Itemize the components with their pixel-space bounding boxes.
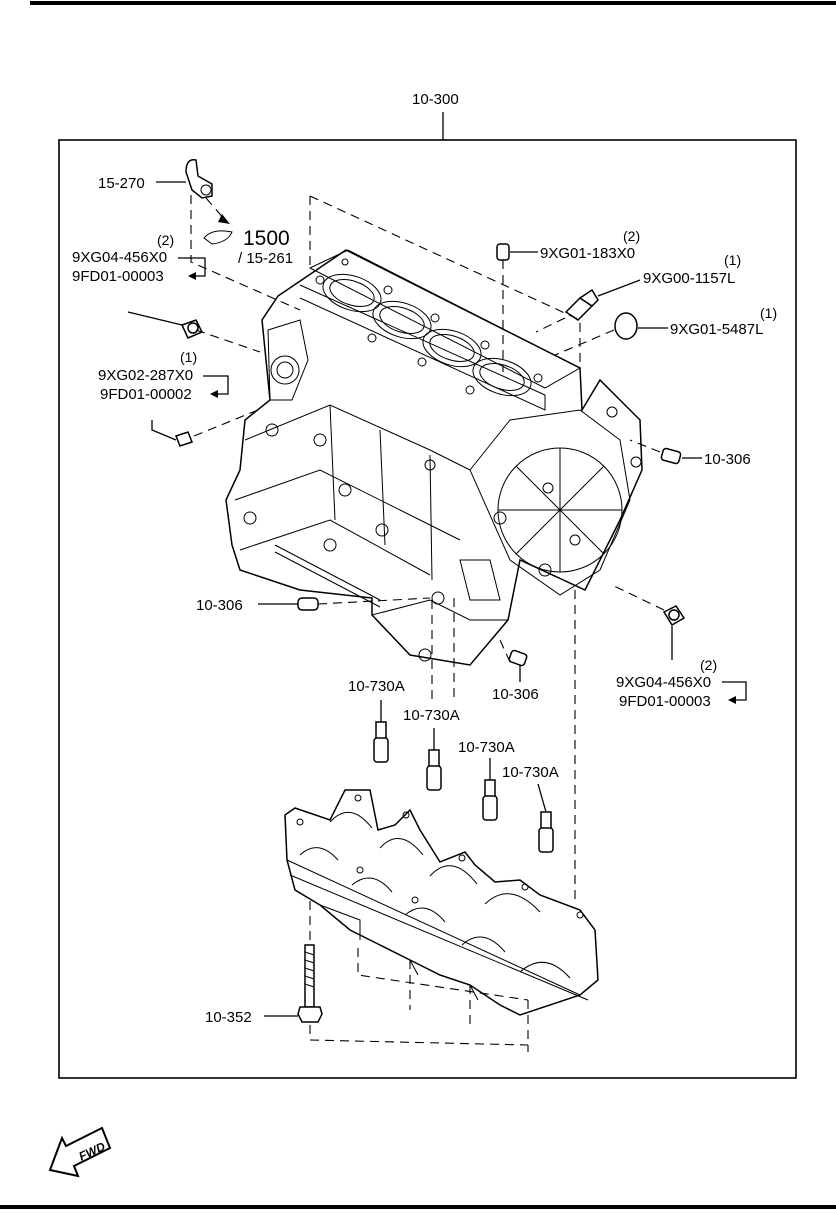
label-15-270: 15-270 (98, 175, 145, 192)
dowel-bottom-label: 10-306 (492, 686, 539, 703)
cap-9xg01-5487 (614, 312, 638, 340)
oil-jet-2 (426, 728, 442, 791)
dowel-left-label: 10-306 (196, 597, 243, 614)
pin-left-bracket-arrow (210, 390, 218, 398)
bearing-beam (284, 789, 599, 1016)
dowel-top-label: 9XG01-183X0 (540, 245, 635, 262)
fwd-arrow-icon (48, 1126, 112, 1178)
sensor-label: 9XG00-1157L (643, 270, 735, 287)
plug-b-num1: 9XG04-456X0 (616, 674, 711, 691)
dowel-10-306-left (297, 597, 319, 611)
explode-lines (190, 195, 581, 1052)
jet-4-label: 10-730A (502, 764, 559, 781)
bolt-10-352 (297, 944, 323, 1023)
pin-left-qty: (1) (180, 349, 197, 365)
plug-a-num2: 9FD01-00003 (72, 268, 164, 285)
ref-1500-icon (203, 230, 233, 245)
plug-9xg04-bottom (662, 605, 686, 627)
plug-b-bracket-arrow (728, 696, 736, 704)
plug-b-num2: 9FD01-00003 (619, 693, 711, 710)
cap-label: 9XG01-5487L (670, 321, 763, 338)
sensor-9xg00 (564, 288, 599, 321)
plug-a-bracket-arrow (188, 272, 196, 280)
pin-left-num2: 9FD01-00002 (100, 386, 192, 403)
dowel-top-qty: (2) (623, 228, 640, 244)
sensor-qty: (1) (724, 252, 741, 268)
plug-b-qty: (2) (700, 657, 717, 673)
oil-jet-3 (482, 758, 498, 821)
jet-1-label: 10-730A (348, 678, 405, 695)
jet-2-label: 10-730A (403, 707, 460, 724)
dowel-10-306-bottom (508, 649, 528, 667)
assembly-label: 10-300 (412, 91, 459, 108)
plug-a-num1: 9XG04-456X0 (72, 249, 167, 266)
oil-jet-1 (373, 700, 389, 763)
oil-jet-4 (537, 783, 554, 853)
dowel-9xg01-183 (496, 243, 510, 261)
cylinder-block (225, 249, 643, 666)
jet-3-label: 10-730A (458, 739, 515, 756)
bolt-label: 10-352 (205, 1009, 252, 1026)
hose-fitting-15-270 (156, 159, 213, 199)
dowel-10-306-right (660, 447, 682, 465)
label-15-261: / 15-261 (238, 250, 293, 267)
assembly-frame (58, 139, 797, 1079)
pin-left-num1: 9XG02-287X0 (98, 367, 193, 384)
label-1500: 1500 (243, 227, 290, 250)
cap-qty: (1) (760, 305, 777, 321)
plug-a-qty: (2) (157, 232, 174, 248)
pin-9xg02 (175, 431, 193, 447)
plug-9xg04-top (180, 319, 204, 339)
ref-arrow (218, 214, 230, 224)
dowel-right-label: 10-306 (704, 451, 751, 468)
